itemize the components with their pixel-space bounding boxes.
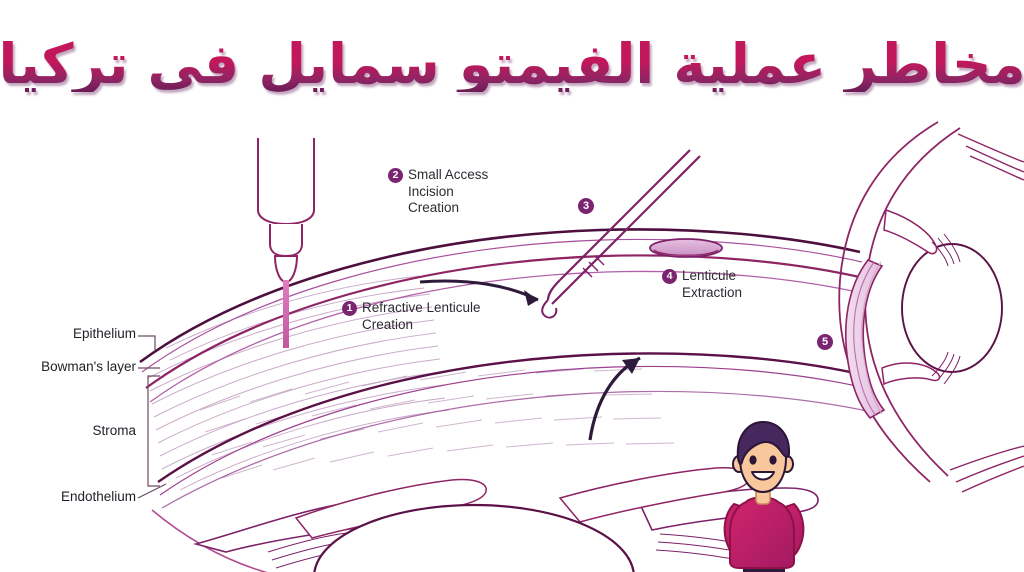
cornea-shaded-region	[845, 259, 886, 420]
layer-label-stroma: Stroma	[92, 423, 136, 438]
diagram-area: 1 Refractive Lenticule Creation 2 Small Ac…	[0, 110, 1024, 572]
main-eye-cross-section	[139, 228, 873, 572]
forceps-instrument	[546, 149, 701, 305]
eye-surgery-illustration	[137, 121, 1024, 572]
callout-step-1: 1 Refractive Lenticule Creation	[342, 300, 481, 333]
left-eye	[749, 455, 757, 465]
layer-brackets	[137, 335, 167, 499]
right-eye-lens	[901, 243, 1003, 373]
hair	[736, 420, 791, 466]
callout-step-4: 4 Lenticule Extraction	[662, 268, 742, 301]
incision-arrow	[419, 279, 539, 306]
extracted-lenticule	[649, 238, 723, 258]
step-1-line-1: Refractive Lenticule	[362, 300, 481, 315]
step-badge-2: 2	[388, 168, 403, 183]
endothelium-line	[157, 352, 869, 483]
step-4-line-2: Extraction	[682, 284, 743, 300]
step-badge-1: 1	[342, 301, 357, 316]
torso	[729, 496, 795, 569]
eye-anatomy-cross-section	[838, 121, 1024, 493]
layer-label-endothelium: Endothelium	[60, 489, 136, 504]
instrument-tip	[541, 299, 558, 319]
bowmans-layer-line	[145, 254, 865, 389]
femtosecond-laser-device	[257, 138, 315, 284]
step-4-line-1: Lenticule	[682, 268, 737, 283]
step-badge-3: 3	[578, 198, 594, 214]
step-2-line-2: Incision	[408, 183, 454, 199]
epithelium-line	[139, 228, 861, 364]
right-eye	[769, 455, 777, 465]
laser-beam	[283, 280, 289, 348]
callout-step-2: 2 Small Access Incision Creation	[388, 167, 488, 217]
page-title-text: مخاطر عملية الفيمتو سمايل في تركيا	[0, 31, 1024, 96]
step-1-line-2: Creation	[362, 316, 414, 332]
smile	[751, 471, 775, 481]
step-badge-5: 5	[817, 334, 833, 350]
step-2-line-1: Small Access	[408, 167, 489, 182]
layer-label-bowmans: Bowman's layer	[41, 359, 136, 374]
extraction-arrow	[588, 356, 641, 441]
step-badge-4: 4	[662, 269, 677, 284]
standing-person-illustration	[723, 420, 805, 572]
step-2-line-3: Creation	[408, 200, 460, 215]
layer-label-epithelium: Epithelium	[72, 326, 136, 341]
page-title: مخاطر عملية الفيمتو سمايل في تركيا	[0, 18, 1024, 110]
lens-ellipse	[313, 503, 635, 572]
